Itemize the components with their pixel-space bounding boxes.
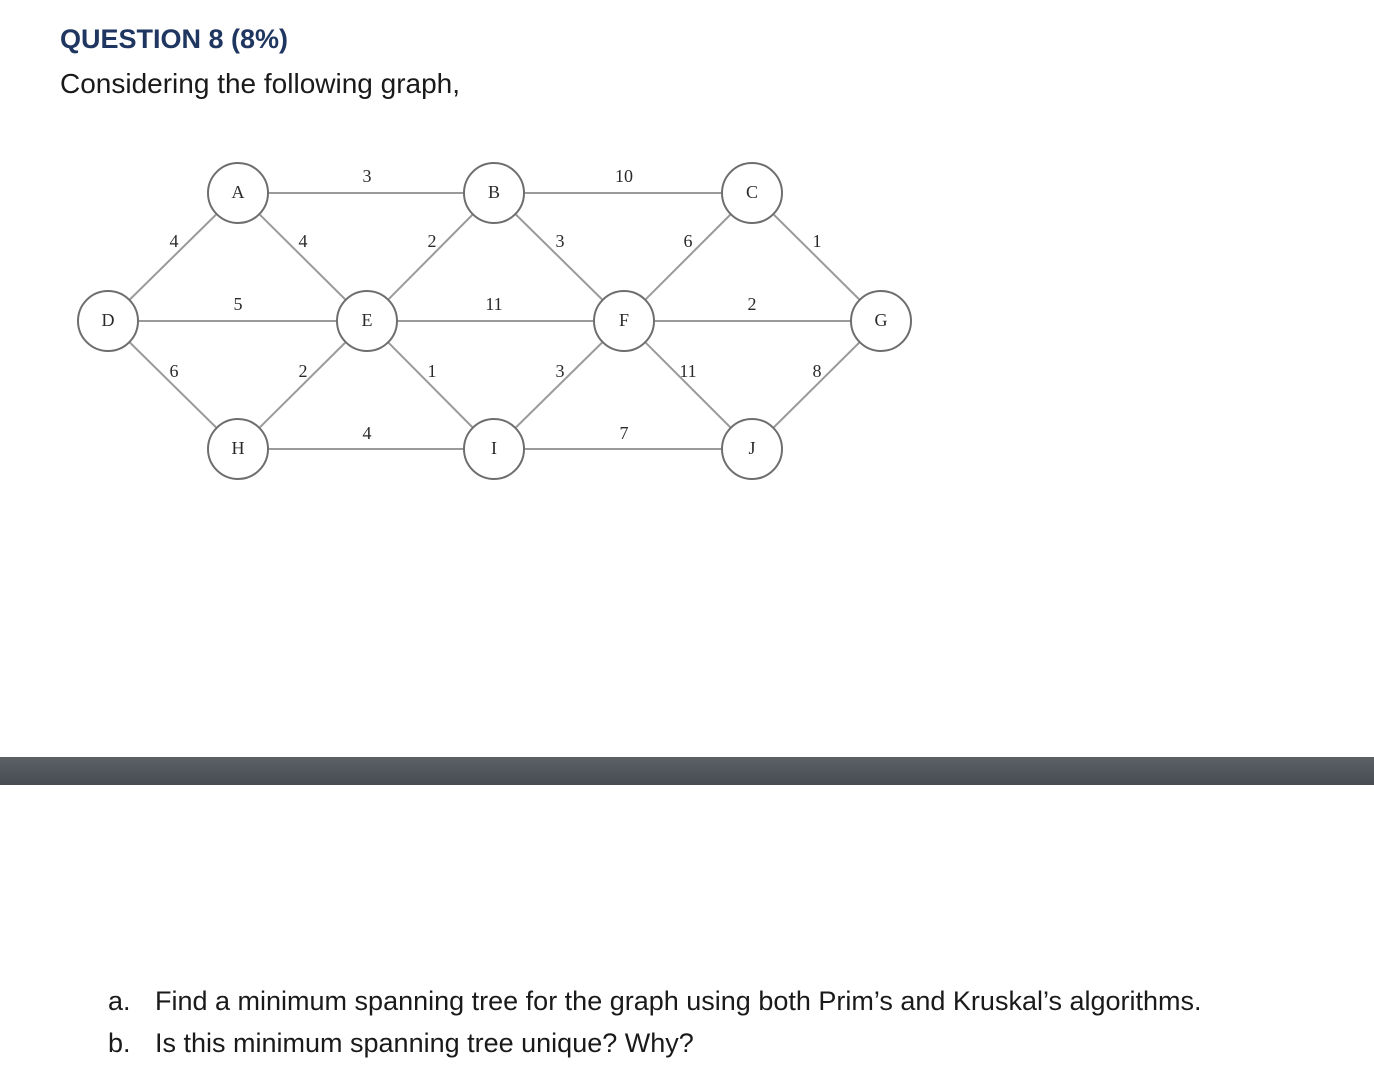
graph-edges (107, 192, 882, 450)
node-circle (593, 290, 655, 352)
node-D: D (77, 290, 139, 352)
node-label: D (102, 310, 115, 330)
edge-weight-H-I: 4 (363, 423, 372, 443)
weighted-graph-diagram: 3 10 4 4 2 3 6 1 5 11 2 6 2 1 3 11 8 4 7 A B C D E F G H I J (77, 162, 912, 480)
edge-weight-B-C: 10 (615, 166, 633, 186)
edge-weight-D-A: 4 (170, 231, 179, 251)
part-text: Is this minimum spanning tree unique? Wh… (155, 1028, 694, 1058)
part-text: Find a minimum spanning tree for the gra… (155, 986, 1202, 1016)
node-circle (463, 418, 525, 480)
node-G: G (850, 290, 912, 352)
edge-weight-I-F: 3 (556, 361, 565, 381)
node-circle (336, 290, 398, 352)
node-circle (463, 162, 525, 224)
node-label: J (748, 438, 755, 458)
part-marker: b. (108, 1028, 131, 1058)
edge-weight-A-H: 5 (234, 294, 243, 314)
node-circle (77, 290, 139, 352)
node-label: E (362, 310, 373, 330)
node-I: I (463, 418, 525, 480)
edge-weight-B-F: 3 (556, 231, 565, 251)
node-label: A (232, 182, 245, 202)
node-label: B (488, 182, 500, 202)
node-label: C (746, 182, 758, 202)
node-J: J (721, 418, 783, 480)
node-label: H (232, 438, 245, 458)
edge-weight-F-C: 6 (684, 231, 693, 251)
node-label: F (619, 310, 629, 330)
node-label: I (491, 438, 497, 458)
node-F: F (593, 290, 655, 352)
section-divider-bar (0, 757, 1374, 785)
question-parts: a. Find a minimum spanning tree for the … (108, 980, 1202, 1064)
node-A: A (207, 162, 269, 224)
node-H: H (207, 418, 269, 480)
edge-weight-I-J: 7 (620, 423, 629, 443)
edge-weight-E-I: 1 (428, 361, 437, 381)
graph-nodes: A B C D E F G H I J (77, 162, 912, 480)
node-B: B (463, 162, 525, 224)
node-label: G (875, 310, 888, 330)
question-part-b: b. Is this minimum spanning tree unique?… (108, 1022, 1202, 1064)
edge-weight-H-E: 2 (299, 361, 308, 381)
question-title: QUESTION 8 (8%) (60, 24, 289, 54)
edge-weight-E-B: 2 (428, 231, 437, 251)
graph-edge-weights: 3 10 4 4 2 3 6 1 5 11 2 6 2 1 3 11 8 4 7 (170, 166, 822, 443)
edge-weight-F-J: 11 (679, 361, 696, 381)
edge-weight-C-G: 1 (813, 231, 822, 251)
part-marker: a. (108, 986, 131, 1016)
node-circle (207, 162, 269, 224)
node-circle (207, 418, 269, 480)
question-intro: Considering the following graph, (60, 68, 461, 99)
edge-weight-A-E: 4 (299, 231, 308, 251)
edge-weight-C-J: 2 (748, 294, 757, 314)
node-E: E (336, 290, 398, 352)
edge-weight-A-B: 3 (363, 166, 372, 186)
node-circle (850, 290, 912, 352)
node-circle (721, 162, 783, 224)
edge-weight-J-G: 8 (813, 361, 822, 381)
node-circle (721, 418, 783, 480)
edge-weight-D-H: 6 (170, 361, 179, 381)
question-part-a: a. Find a minimum spanning tree for the … (108, 980, 1202, 1022)
edge-weight-E-F: 11 (485, 294, 502, 314)
node-C: C (721, 162, 783, 224)
